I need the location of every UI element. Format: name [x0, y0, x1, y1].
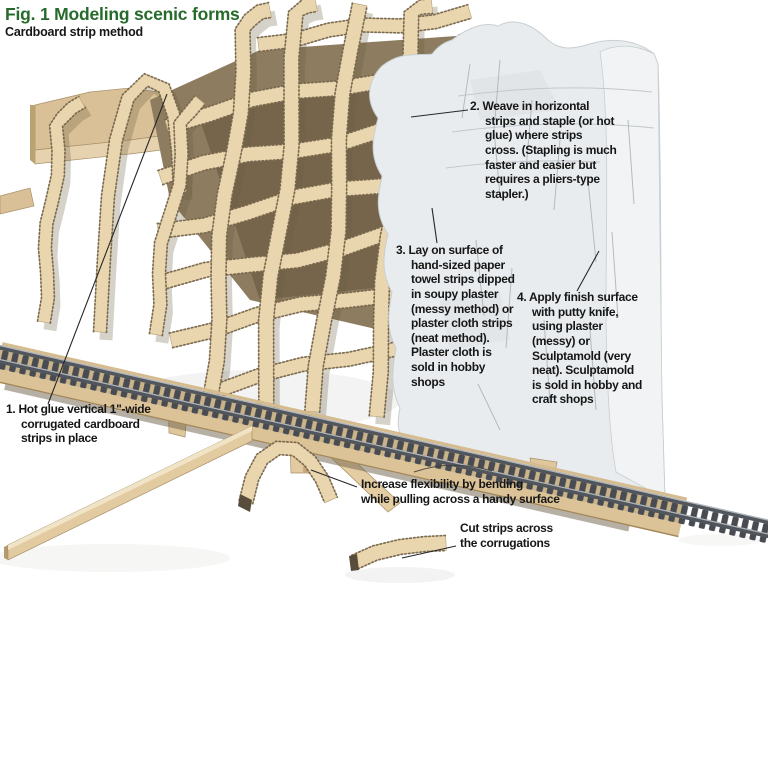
annotation-step4: 4. Apply finish surface with putty knife…	[517, 290, 643, 407]
annotation-cut-strips: Cut strips across the corrugations	[460, 521, 553, 550]
figure-title: Fig. 1 Modeling scenic forms	[5, 4, 240, 24]
strip-demo-pieces	[4, 425, 448, 571]
annotation-step3: 3. Lay on surface of hand-sized paper to…	[396, 243, 515, 389]
annotation-step1: 1. Hot glue vertical 1"-wide corrugated …	[6, 402, 151, 446]
plaster-surface	[369, 21, 666, 500]
train-track	[0, 342, 768, 545]
leader-lines	[47, 93, 600, 559]
annotation-flexibility: Increase flexibility by bending while pu…	[361, 477, 560, 506]
annotation-step2: 2. Weave in horizontal strips and staple…	[470, 99, 617, 201]
figure-subtitle: Cardboard strip method	[5, 25, 143, 39]
